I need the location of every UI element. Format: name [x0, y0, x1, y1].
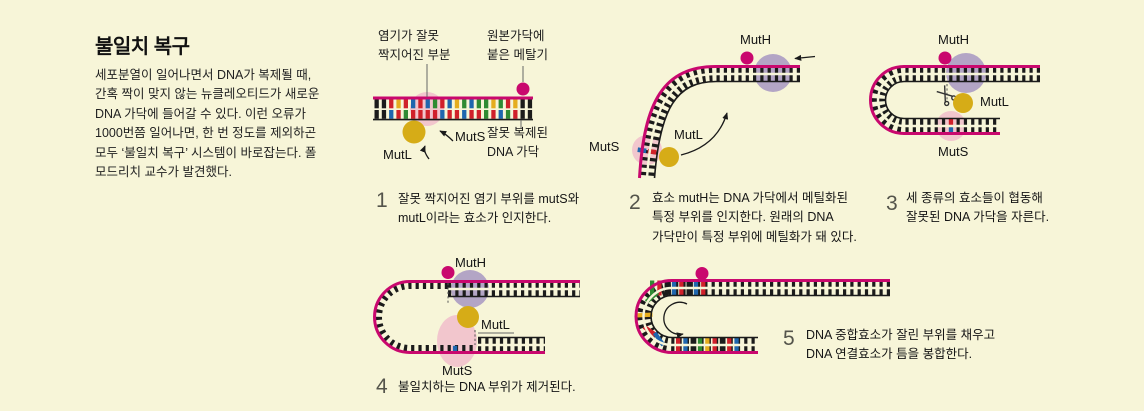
- label-muts-panel1: MutS: [455, 129, 486, 144]
- methyl-dot: [441, 266, 455, 279]
- polymerase-fill-arrow: [663, 301, 688, 339]
- original-strand-backbone: [634, 279, 890, 354]
- step1-number: 1: [376, 189, 388, 212]
- methyl-dot: [516, 82, 530, 96]
- step4-number: 4: [376, 375, 388, 398]
- single-strand-ticks: [374, 281, 474, 353]
- muth-scan-arrow: [794, 54, 816, 61]
- label-mutl-panel2: MutL: [674, 127, 703, 142]
- step5-number: 5: [783, 327, 795, 350]
- annotation-methyl-group: 원본가닥에 붙은 메탈기: [487, 29, 548, 62]
- step4-text: 불일치하는 DNA 부위가 제거된다.: [398, 380, 576, 394]
- mutl-enzyme-circle: [659, 147, 679, 167]
- panel1-dna-strand: [373, 64, 533, 160]
- orphan-base-blue: [452, 345, 458, 353]
- strand-middle-gap: [876, 72, 1040, 128]
- annotation-mismatched-base: 염기가 잘못 짝지어진 부분: [378, 29, 451, 62]
- strand-middle-gap: [645, 72, 800, 179]
- mismatch-highlight: [632, 135, 662, 165]
- label-muth-panel3: MutH: [938, 32, 970, 47]
- original-strand-backbone: [638, 65, 800, 179]
- mutl-enzyme-circle: [457, 306, 479, 328]
- annotation-miscopied-strand: 잘못 복제된 DNA 가닥: [487, 126, 548, 159]
- label-muth-panel2: MutH: [740, 32, 772, 47]
- strand-middle-gap: [642, 286, 890, 347]
- mutl-motion-arrow: [680, 112, 729, 156]
- original-strand-backbone: [869, 65, 1040, 135]
- panel4-dna-strand: [373, 266, 580, 367]
- mutl-enzyme-circle: [402, 120, 426, 144]
- panel2-dna-strand: [632, 51, 816, 179]
- base-pair-ticks-top: [374, 99, 533, 109]
- new-strand-backbone: [653, 80, 800, 179]
- step2-number: 2: [629, 191, 641, 214]
- original-strand-backbone: [373, 280, 580, 354]
- page-title: 불일치 복구: [95, 36, 190, 58]
- panel3-dna-strand: [869, 51, 1040, 141]
- label-muts-panel2: MutS: [589, 139, 620, 154]
- step1-text: 잘못 짝지어진 염기 부위를 mutS와 mutL이라는 효소가 인지한다.: [398, 192, 580, 226]
- label-muts-panel4: MutS: [442, 363, 473, 378]
- mutl-arrow: [419, 145, 430, 160]
- new-strand-backbone: [650, 294, 890, 339]
- panel5-dna-strand: [634, 267, 890, 354]
- step5-text: DNA 중합효소가 잘린 부위를 채우고 DNA 연결효소가 틈을 봉합한다.: [806, 328, 996, 362]
- mismatch-base-top: [948, 118, 954, 126]
- mutl-enzyme-circle: [953, 93, 973, 113]
- methyl-dot: [695, 267, 709, 280]
- base-pair-ticks-bottom: [374, 110, 533, 119]
- step3-text: 세 종류의 효소들이 협동해 잘못된 DNA 가닥을 자른다.: [906, 191, 1050, 225]
- methyl-dot: [740, 51, 754, 65]
- new-strand-backbone: [884, 80, 1040, 120]
- label-mutl-panel4: MutL: [481, 317, 510, 332]
- intro-paragraph: 세포분열이 일어나면서 DNA가 복제될 때, 간혹 짝이 맞지 않는 뉴클레오…: [95, 68, 320, 179]
- label-mutl-panel1: MutL: [383, 147, 412, 162]
- mismatch-base-bottom: [948, 127, 954, 134]
- label-muth-panel4: MutH: [455, 255, 487, 270]
- step3-number: 3: [886, 192, 898, 215]
- step2-text: 효소 mutH는 DNA 가닥에서 메틸화된 특정 부위를 인지한다. 원래의 …: [652, 191, 857, 244]
- muts-arrow: [439, 130, 454, 142]
- label-muts-panel3: MutS: [938, 144, 969, 159]
- label-mutl-panel3: MutL: [980, 94, 1009, 109]
- methyl-dot: [938, 51, 952, 65]
